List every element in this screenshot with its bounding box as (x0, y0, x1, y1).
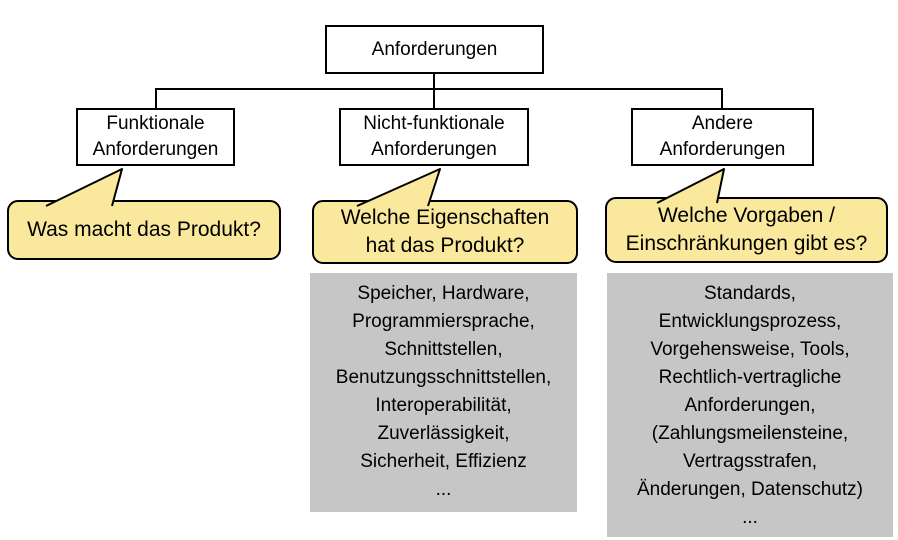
detail-list-andere: Standards, Entwicklungsprozess, Vorgehen… (607, 273, 893, 537)
connector-child3-vertical (721, 88, 723, 108)
connector-child1-vertical (155, 88, 157, 108)
callout-was-macht-das-produkt: Was macht das Produkt? (7, 200, 281, 260)
node-andere-anforderungen: Andere Anforderungen (631, 108, 814, 166)
connector-child2-vertical (433, 88, 435, 108)
node-funktionale-anforderungen: Funktionale Anforderungen (76, 108, 235, 166)
detail-list-nicht-funktionale: Speicher, Hardware, Programmiersprache, … (310, 273, 577, 512)
connector-root-vertical (433, 74, 435, 90)
node-nicht-funktionale-anforderungen: Nicht-funktionale Anforderungen (339, 108, 529, 166)
connector-horizontal (155, 88, 723, 90)
callout-welche-vorgaben: Welche Vorgaben / Einschränkungen gibt e… (605, 197, 888, 263)
node-anforderungen: Anforderungen (325, 25, 544, 74)
callout-welche-eigenschaften: Welche Eigenschaften hat das Produkt? (312, 200, 578, 264)
